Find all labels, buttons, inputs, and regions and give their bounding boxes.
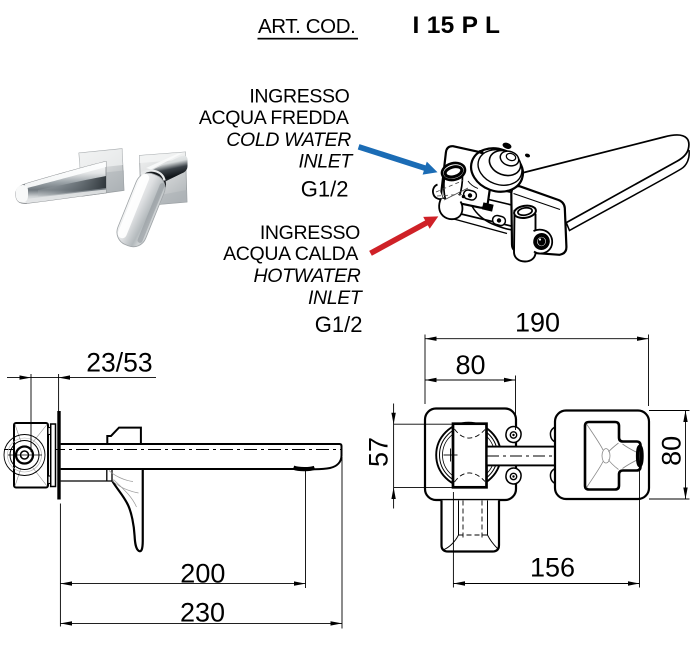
- svg-text:INLET: INLET: [298, 151, 354, 173]
- svg-text:INGRESSO: INGRESSO: [249, 85, 349, 107]
- svg-text:156: 156: [530, 553, 575, 583]
- svg-text:INGRESSO: INGRESSO: [260, 222, 360, 244]
- svg-text:HOTWATER: HOTWATER: [254, 265, 361, 287]
- svg-text:ART. COD.: ART. COD.: [258, 15, 355, 38]
- svg-text:INLET: INLET: [308, 287, 364, 309]
- svg-text:ACQUA CALDA: ACQUA CALDA: [223, 243, 358, 265]
- svg-text:80: 80: [657, 436, 687, 466]
- svg-text:80: 80: [456, 350, 486, 380]
- svg-text:I 15 P L: I 15 P L: [413, 12, 501, 39]
- svg-text:200: 200: [180, 558, 225, 588]
- svg-text:230: 230: [180, 598, 225, 628]
- svg-text:23/53: 23/53: [86, 348, 152, 378]
- svg-text:COLD WATER: COLD WATER: [226, 129, 351, 151]
- svg-text:ACQUA FREDDA: ACQUA FREDDA: [199, 107, 349, 129]
- svg-text:G1/2: G1/2: [301, 176, 349, 201]
- svg-text:190: 190: [515, 308, 560, 338]
- svg-text:G1/2: G1/2: [315, 312, 363, 337]
- svg-text:57: 57: [363, 437, 393, 467]
